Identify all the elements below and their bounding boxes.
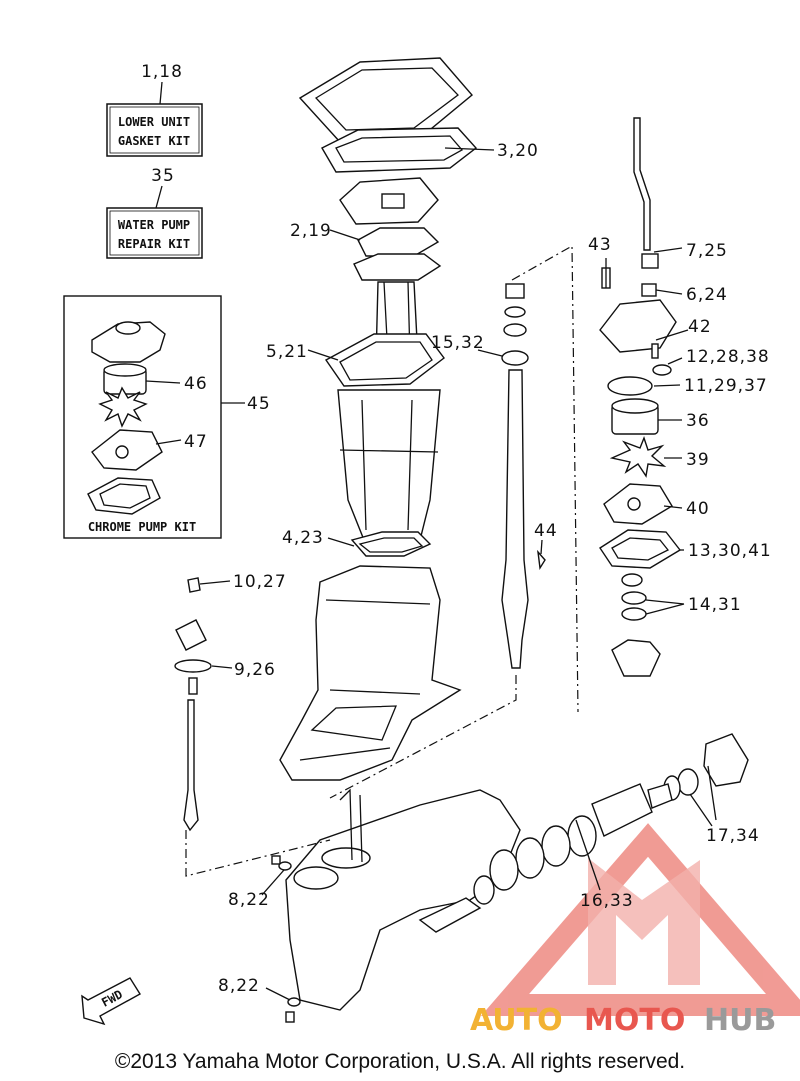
- callout-6-24: 6,24: [686, 285, 728, 305]
- prop-shaft-bearings: [473, 733, 749, 905]
- callout-17-34: 17,34: [706, 826, 760, 846]
- shift-rod: [174, 577, 233, 832]
- water-pump-kit-box: WATER PUMP REPAIR KIT: [106, 185, 203, 259]
- bolts: [261, 855, 301, 1023]
- callout-15-32: 15,32: [431, 333, 485, 353]
- callout-44: 44: [534, 521, 558, 541]
- watermark-text: AUTO MOTO HUB: [470, 1003, 776, 1038]
- callout-1-18: 1,18: [141, 62, 183, 82]
- gasket-kit-line1: LOWER UNIT: [118, 115, 190, 129]
- gasket-kit-box: LOWER UNIT GASKET KIT: [106, 81, 203, 157]
- drive-shaft: [477, 283, 546, 669]
- fwd-arrow-icon: FWD: [81, 977, 141, 1026]
- callout-42: 42: [688, 317, 712, 337]
- gasket-kit-line2: GASKET KIT: [118, 134, 190, 148]
- callout-45: 45: [247, 394, 271, 414]
- callout-13-30-41: 13,30,41: [688, 541, 772, 561]
- upper-casing-stack: [298, 57, 478, 557]
- callout-47: 47: [184, 432, 208, 452]
- callout-43: 43: [588, 235, 612, 255]
- callout-36: 36: [686, 411, 710, 431]
- callout-46: 46: [184, 374, 208, 394]
- callout-4-23: 4,23: [282, 528, 324, 548]
- callout-12-28-38: 12,28,38: [686, 347, 770, 367]
- copyright-notice: ©2013 Yamaha Motor Corporation, U.S.A. A…: [115, 1050, 685, 1073]
- callout-5-21: 5,21: [266, 342, 308, 362]
- callout-14-31: 14,31: [688, 595, 742, 615]
- chrome-kit-caption: CHROME PUMP KIT: [88, 520, 196, 534]
- watermark-hub: HUB: [704, 1003, 776, 1038]
- chrome-pump-kit-panel: CHROME PUMP KIT: [63, 295, 245, 539]
- lower-case: [279, 565, 521, 1011]
- watermark-auto: AUTO: [470, 1003, 563, 1038]
- water-kit-line2: REPAIR KIT: [118, 237, 190, 251]
- callout-9-26: 9,26: [234, 660, 276, 680]
- watermark-moto: MOTO: [584, 1003, 685, 1038]
- water-kit-line1: WATER PUMP: [118, 218, 190, 232]
- callout-39: 39: [686, 450, 710, 470]
- callout-35: 35: [151, 166, 175, 186]
- callout-8-22-upper: 8,22: [228, 890, 270, 910]
- callout-7-25: 7,25: [686, 241, 728, 261]
- watermark-logo-icon: [480, 823, 800, 1016]
- callout-8-22-lower: 8,22: [218, 976, 260, 996]
- water-pump-assembly: [599, 117, 689, 677]
- callout-3-20: 3,20: [497, 141, 539, 161]
- callout-11-29-37: 11,29,37: [684, 376, 768, 396]
- callout-40: 40: [686, 499, 710, 519]
- callout-10-27: 10,27: [233, 572, 287, 592]
- callout-16-33: 16,33: [580, 891, 634, 911]
- callout-2-19: 2,19: [290, 221, 332, 241]
